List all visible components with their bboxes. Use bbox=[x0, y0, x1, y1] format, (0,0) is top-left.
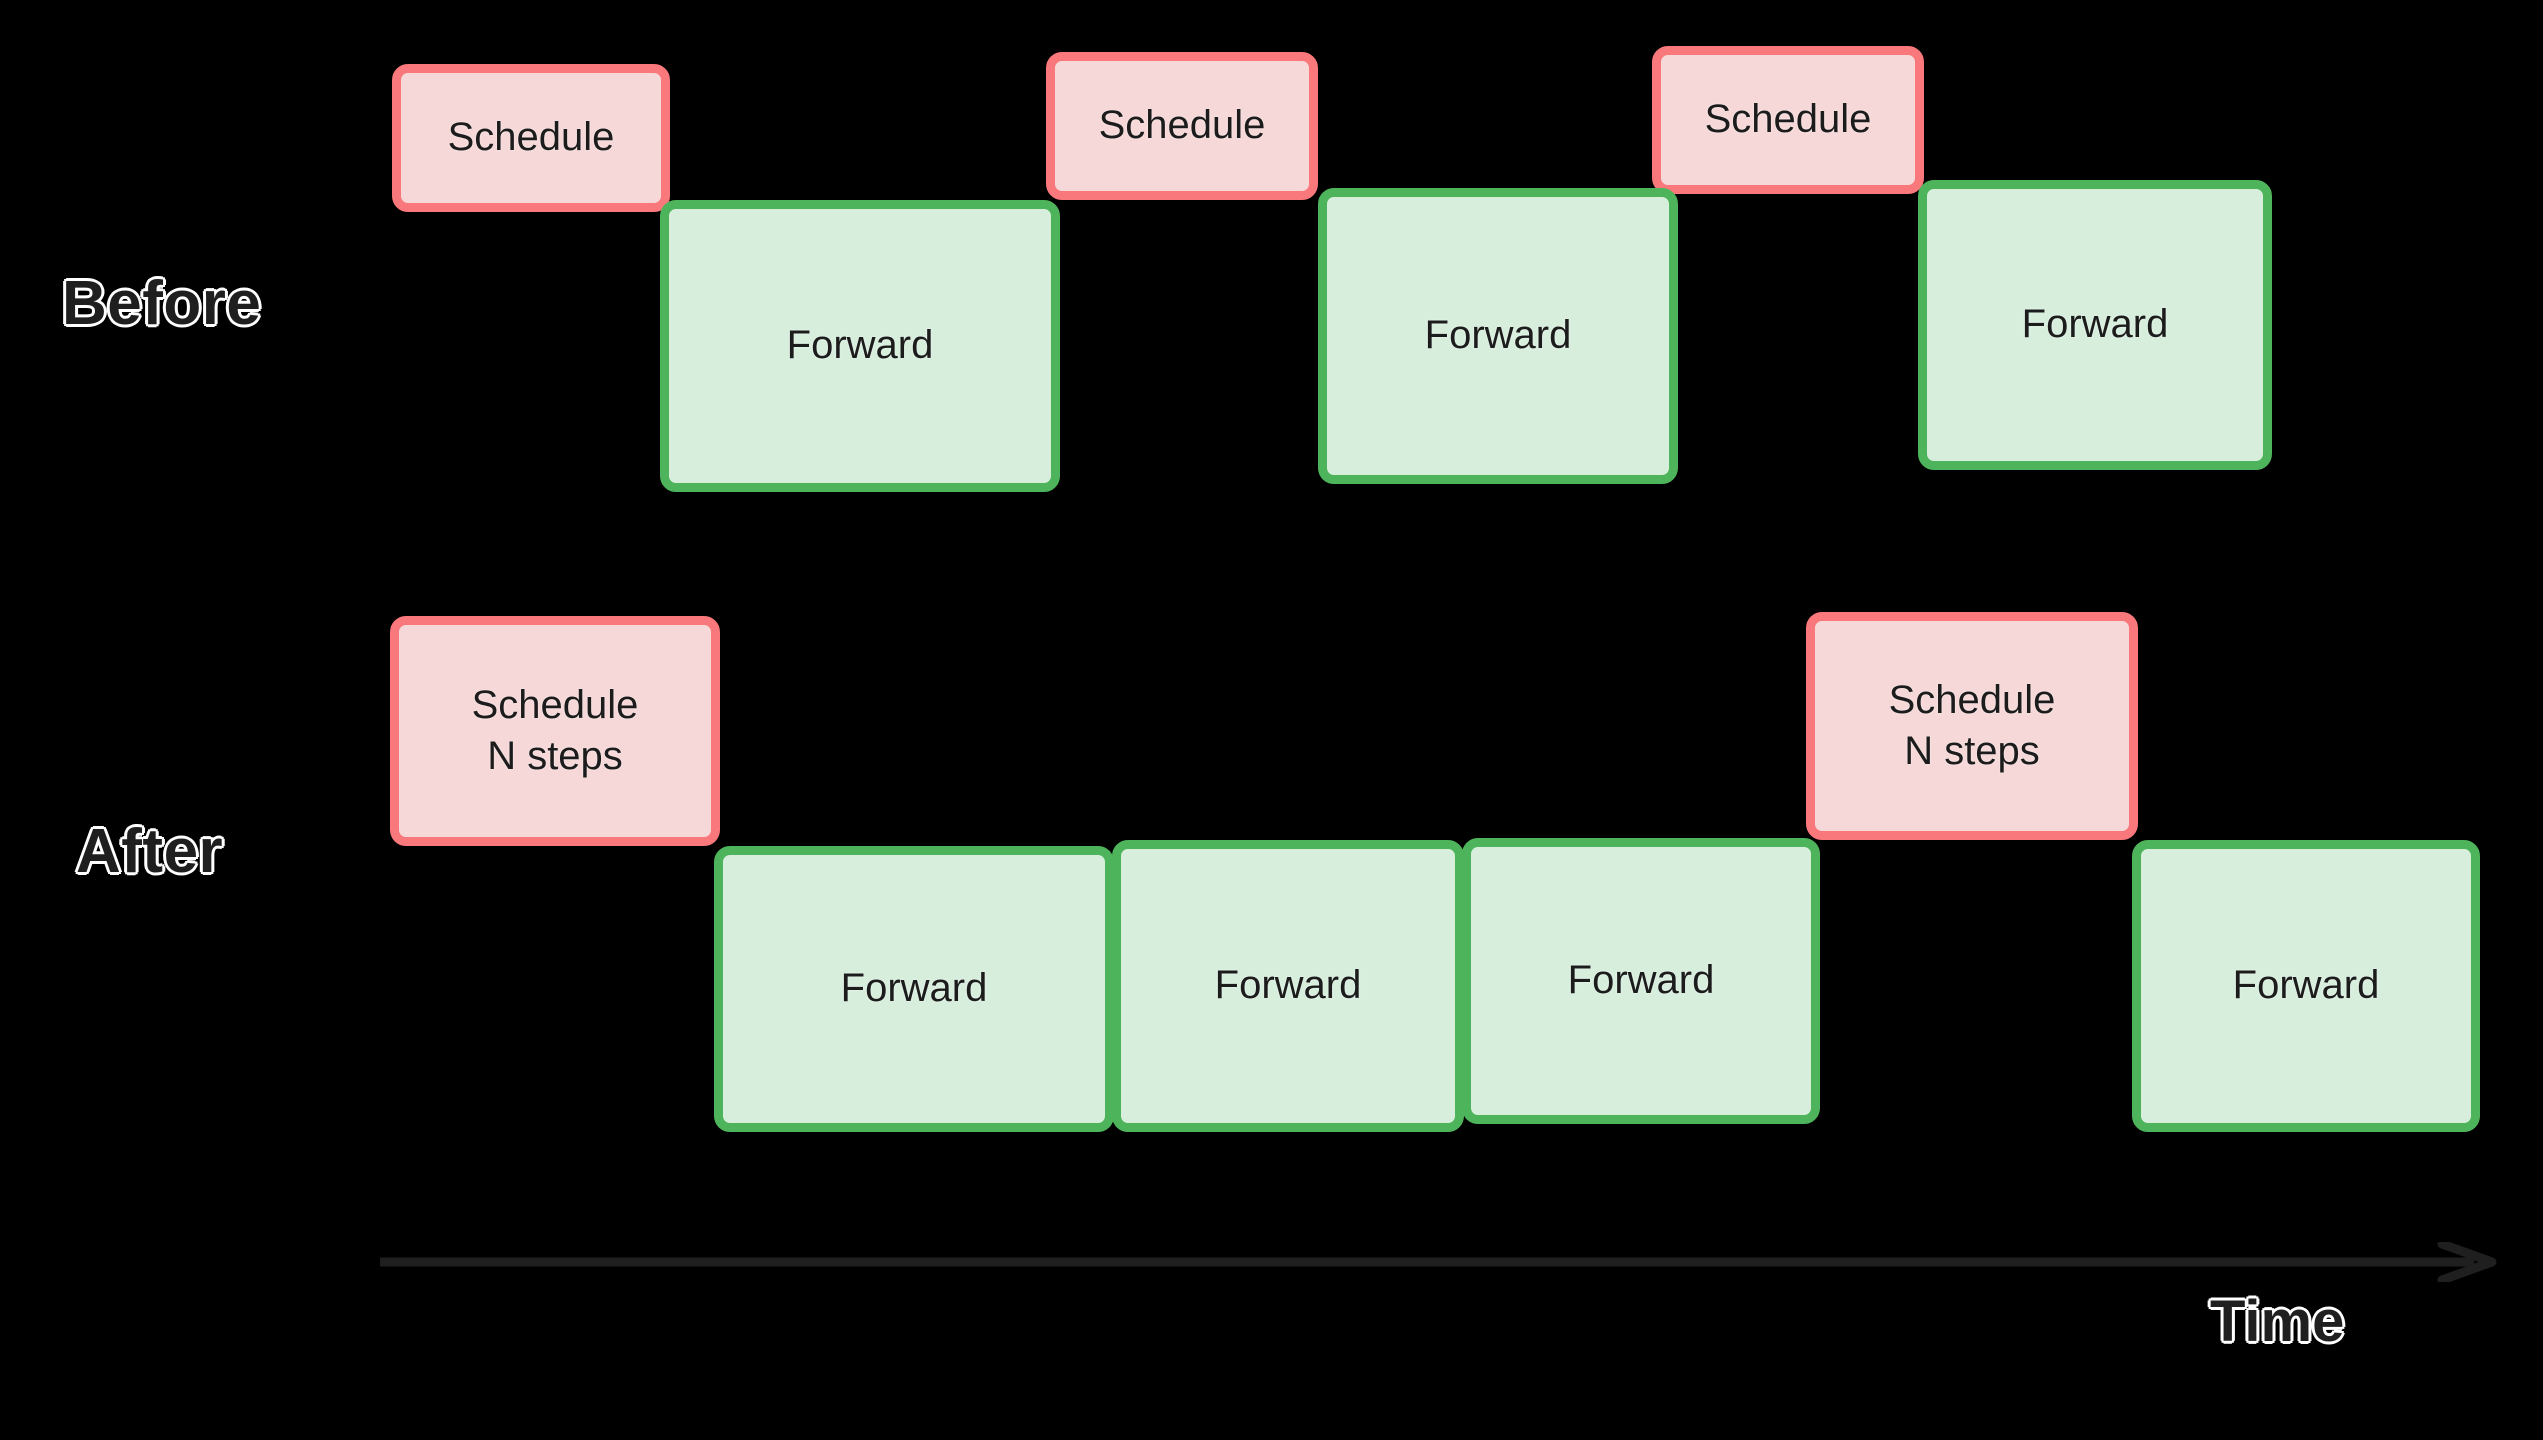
before-forward-label-3: Forward bbox=[2021, 302, 2169, 347]
after-schedule-label-1-line2: N steps bbox=[487, 734, 623, 778]
row-label-after: After bbox=[74, 816, 224, 888]
before-forward-label-2: Forward bbox=[1424, 313, 1572, 358]
after-schedule-box-2: Schedule N steps bbox=[1806, 612, 2138, 840]
after-schedule-box-1: Schedule N steps bbox=[390, 616, 720, 846]
before-schedule-box-2: Schedule bbox=[1046, 52, 1318, 200]
before-schedule-box-1: Schedule bbox=[392, 64, 670, 212]
before-schedule-label-3: Schedule bbox=[1704, 97, 1872, 142]
time-arrow-icon bbox=[380, 1242, 2497, 1282]
after-forward-label-3: Forward bbox=[1567, 958, 1715, 1003]
before-forward-box-2: Forward bbox=[1318, 188, 1678, 484]
after-forward-box-4: Forward bbox=[2132, 840, 2480, 1132]
time-axis-label: Time bbox=[2208, 1288, 2345, 1356]
before-forward-box-3: Forward bbox=[1918, 180, 2272, 470]
after-forward-label-4: Forward bbox=[2232, 963, 2380, 1008]
after-forward-box-3: Forward bbox=[1462, 838, 1820, 1124]
after-forward-box-1: Forward bbox=[714, 846, 1114, 1132]
after-forward-label-2: Forward bbox=[1214, 963, 1362, 1008]
after-forward-box-2: Forward bbox=[1112, 840, 1464, 1132]
after-forward-label-1: Forward bbox=[840, 966, 988, 1011]
before-schedule-label-1: Schedule bbox=[447, 115, 615, 160]
before-forward-box-1: Forward bbox=[660, 200, 1060, 492]
after-schedule-label-2-line1: Schedule bbox=[1888, 677, 2056, 722]
before-schedule-box-3: Schedule bbox=[1652, 46, 1924, 194]
after-schedule-label-1-line1: Schedule bbox=[471, 682, 639, 727]
before-forward-label-1: Forward bbox=[786, 323, 934, 368]
before-schedule-label-2: Schedule bbox=[1098, 103, 1266, 148]
after-schedule-label-2-line2: N steps bbox=[1904, 729, 2040, 773]
row-label-before: Before bbox=[60, 268, 262, 340]
time-axis bbox=[380, 1242, 2500, 1282]
